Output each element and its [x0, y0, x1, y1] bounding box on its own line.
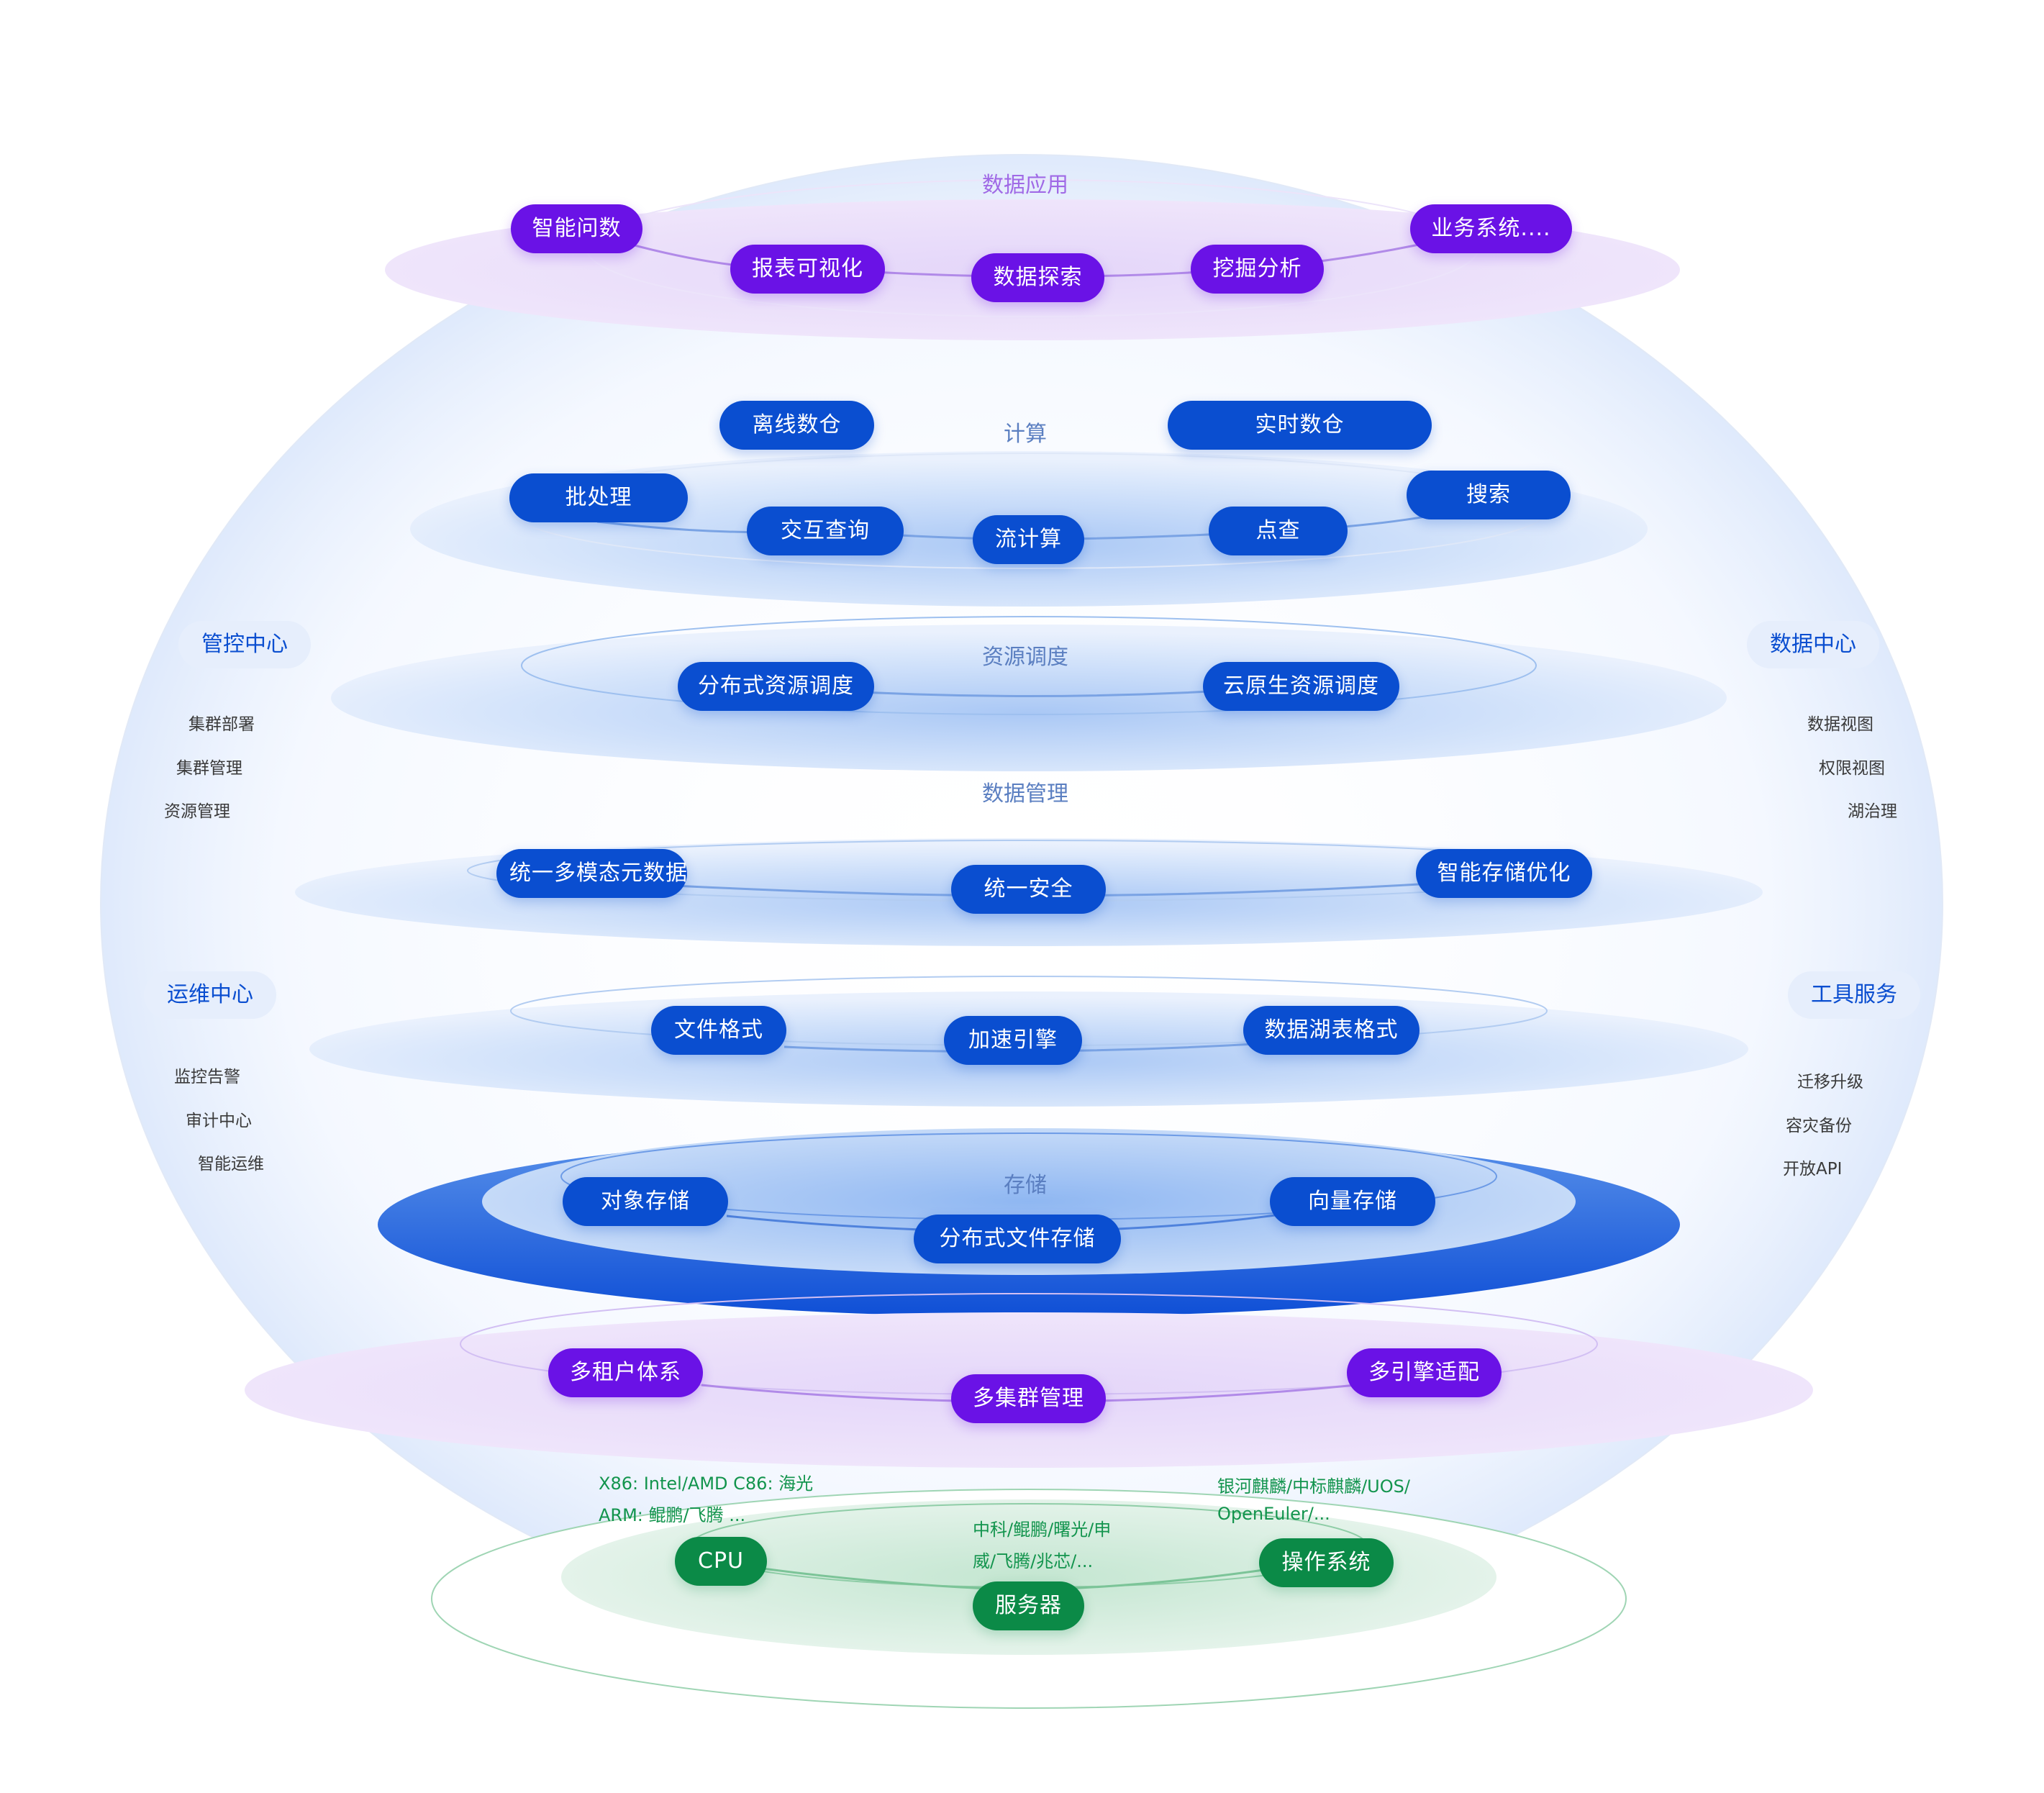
- compute-batch-pill[interactable]: 批处理: [509, 473, 688, 522]
- infra-cpu-pill[interactable]: CPU: [675, 1537, 767, 1586]
- right-panel-tool-services-item[interactable]: 开放API: [1783, 1160, 1843, 1179]
- dm-acceleration-engine-pill[interactable]: 加速引擎: [944, 1016, 1082, 1065]
- left-panel-ops-center-title[interactable]: 运维中心: [144, 971, 276, 1019]
- dm-unified-security-pill[interactable]: 统一安全: [951, 865, 1106, 914]
- storage-distributed-file-pill[interactable]: 分布式文件存储: [914, 1215, 1121, 1263]
- right-panel-tool-services-item[interactable]: 容灾备份: [1786, 1117, 1852, 1135]
- compute-point-lookup-pill[interactable]: 点查: [1209, 507, 1348, 555]
- app-data-exploration-pill[interactable]: 数据探索: [971, 253, 1104, 302]
- right-panel-data-center-item[interactable]: 数据视图: [1807, 715, 1873, 734]
- left-panel-control-center-item[interactable]: 集群管理: [176, 759, 242, 778]
- os-note-line-1: 银河麒麟/中标麒麟/UOS/: [1217, 1476, 1410, 1497]
- app-report-visualization-pill[interactable]: 报表可视化: [730, 245, 885, 294]
- cpu-note-line-1: X86: Intel/AMD C86: 海光: [599, 1474, 814, 1494]
- app-business-system-pill[interactable]: 业务系统....: [1410, 204, 1572, 253]
- scheduling-disc: [331, 625, 1727, 771]
- storage-object-pill[interactable]: 对象存储: [563, 1177, 728, 1226]
- right-panel-data-center-title[interactable]: 数据中心: [1747, 621, 1879, 668]
- left-panel-control-center-item[interactable]: 集群部署: [188, 715, 255, 734]
- platform-multi-engine-pill[interactable]: 多引擎适配: [1347, 1348, 1502, 1397]
- app-smart-query-pill[interactable]: 智能问数: [511, 204, 642, 253]
- scheduling-ring: [521, 616, 1537, 715]
- infra-server-pill[interactable]: 服务器: [973, 1581, 1084, 1630]
- left-panel-control-center-title[interactable]: 管控中心: [178, 621, 311, 668]
- compute-stream-pill[interactable]: 流计算: [973, 515, 1084, 564]
- right-panel-data-center-item[interactable]: 权限视图: [1819, 759, 1885, 778]
- right-panel-data-center-item[interactable]: 湖治理: [1848, 802, 1897, 821]
- scheduling-cloud-native-pill[interactable]: 云原生资源调度: [1203, 662, 1399, 711]
- scheduling-layer-title: 资源调度: [982, 645, 1068, 670]
- scheduling-distributed-pill[interactable]: 分布式资源调度: [678, 662, 874, 711]
- compute-search-pill[interactable]: 搜索: [1407, 471, 1571, 519]
- compute-interactive-query-pill[interactable]: 交互查询: [747, 507, 904, 555]
- left-panel-ops-center-item[interactable]: 监控告警: [174, 1068, 240, 1086]
- compute-offline-warehouse-pill[interactable]: 离线数仓: [719, 401, 874, 450]
- right-panel-tool-services-item[interactable]: 迁移升级: [1797, 1073, 1863, 1091]
- compute-layer-title: 计算: [1004, 422, 1047, 447]
- left-panel-ops-center-item[interactable]: 审计中心: [186, 1112, 252, 1130]
- cpu-note-line-2: ARM: 鲲鹏/飞腾 ...: [599, 1505, 746, 1525]
- dm-unified-metadata-pill[interactable]: 统一多模态元数据: [496, 849, 687, 898]
- storage-layer-title: 存储: [1004, 1173, 1047, 1198]
- platform-multi-cluster-pill[interactable]: 多集群管理: [951, 1374, 1106, 1423]
- compute-realtime-warehouse-pill[interactable]: 实时数仓: [1168, 401, 1432, 450]
- dm-lake-table-format-pill[interactable]: 数据湖表格式: [1243, 1006, 1420, 1055]
- right-panel-tool-services-title[interactable]: 工具服务: [1788, 971, 1920, 1019]
- platform-multi-tenant-pill[interactable]: 多租户体系: [548, 1348, 703, 1397]
- infra-os-pill[interactable]: 操作系统: [1259, 1538, 1394, 1587]
- data-management-layer-title: 数据管理: [982, 781, 1068, 807]
- dm-smart-storage-optimization-pill[interactable]: 智能存储优化: [1416, 849, 1592, 898]
- server-note-line-1: 中科/鲲鹏/曙光/申: [973, 1520, 1112, 1540]
- left-panel-control-center-item[interactable]: 资源管理: [164, 802, 230, 821]
- dm-file-format-pill[interactable]: 文件格式: [651, 1006, 786, 1055]
- infrastructure-disc: [561, 1499, 1496, 1655]
- server-note-line-2: 威/飞腾/兆芯/...: [973, 1551, 1094, 1571]
- storage-inner-disc: [482, 1128, 1576, 1275]
- storage-vector-pill[interactable]: 向量存储: [1270, 1177, 1435, 1226]
- os-note-line-2: OpenEuler/...: [1217, 1504, 1330, 1524]
- left-panel-ops-center-item[interactable]: 智能运维: [198, 1155, 264, 1174]
- application-layer-title: 数据应用: [982, 173, 1068, 198]
- app-mining-analysis-pill[interactable]: 挖掘分析: [1191, 245, 1324, 294]
